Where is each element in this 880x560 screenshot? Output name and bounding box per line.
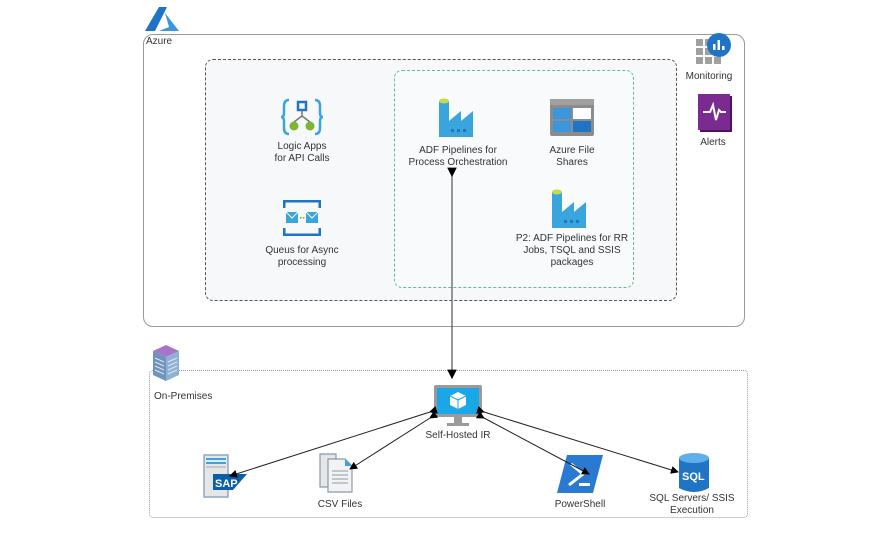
sap-server-icon: SAP: [203, 454, 247, 498]
service-bus-queue-icon: [283, 200, 321, 236]
monitoring-icon: [696, 33, 731, 64]
alerts-icon: [698, 94, 732, 132]
file-shares-icon: [550, 99, 594, 136]
sql-database-icon: SQL: [679, 453, 709, 492]
powershell-label: PowerShell: [554, 499, 606, 510]
on-premises-label: On-Premises: [154, 391, 213, 402]
building-icon: [153, 345, 179, 381]
connector-ir-powershell: [475, 411, 590, 475]
sql-icon-text: SQL: [682, 471, 705, 483]
connector-ir-sap: [229, 406, 438, 478]
self-hosted-ir-icon: [434, 385, 482, 426]
adf-group: [394, 70, 634, 288]
data-factory-p2-icon: [552, 189, 586, 228]
queues-label: Queus for Async processing: [265, 245, 339, 268]
sql-servers-label: SQL Servers/ SSIS Execution: [649, 493, 735, 516]
connector-ir-csv: [349, 410, 439, 470]
azure-logo-icon: [145, 7, 179, 31]
azure-group: [143, 34, 745, 327]
logic-apps-icon: [281, 98, 323, 136]
adf-p2-label: P2: ADF Pipelines for RR Jobs, TSQL and …: [515, 233, 629, 268]
csv-files-label: CSV Files: [317, 499, 363, 510]
logic-apps-label: Logic Apps for API Calls: [274, 141, 330, 164]
monitoring-label: Monitoring: [685, 71, 733, 82]
connector-ir-sql: [476, 406, 679, 474]
adf-orchestration-label: ADF Pipelines for Process Orchestration: [408, 145, 508, 168]
alerts-label: Alerts: [700, 137, 726, 148]
azure-group-label: Azure: [146, 36, 173, 47]
sap-logo-text: SAP: [215, 478, 238, 490]
data-factory-icon: [439, 98, 473, 137]
file-shares-label: Azure File Shares: [549, 145, 595, 168]
self-hosted-ir-label: Self-Hosted IR: [425, 430, 491, 441]
